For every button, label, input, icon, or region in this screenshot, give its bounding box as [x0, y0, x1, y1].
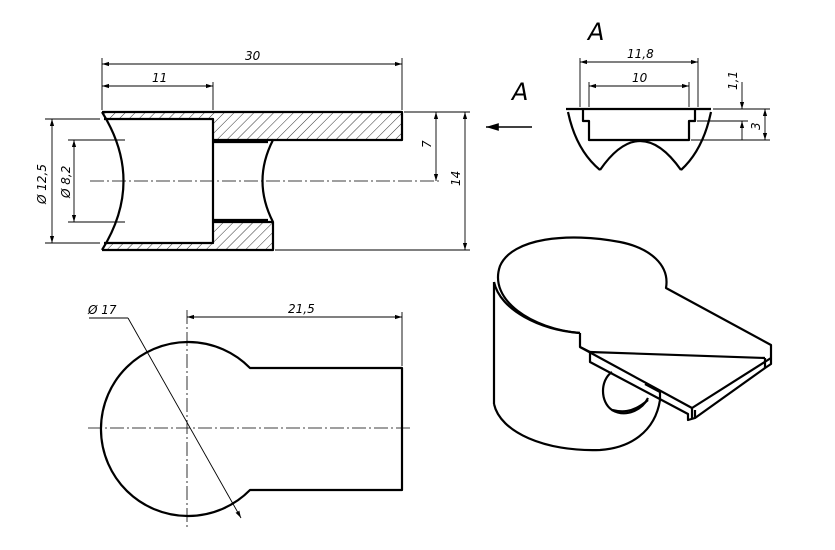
isometric-view — [492, 236, 773, 452]
dim-head-diameter: Ø 17 — [87, 303, 117, 317]
dim-outer-diameter: Ø 12,5 — [35, 164, 49, 205]
dim-inner-width: 10 — [632, 71, 648, 85]
view-a: A 11,8 10 1,1 3 — [566, 18, 770, 171]
view-arrow: A — [486, 78, 532, 131]
section-view: 30 11 7 14 Ø 12,5 Ø 8,2 — [35, 49, 470, 252]
dim-top-width: 11,8 — [627, 47, 654, 61]
dim-inner-diameter: Ø 8,2 — [59, 166, 73, 199]
dim-lip: 1,1 — [726, 71, 740, 90]
dim-height: 7 — [420, 140, 434, 148]
dim-bore-length: 11 — [152, 71, 167, 85]
view-a-title: A — [586, 18, 604, 46]
dim-arm-length: 21,5 — [288, 302, 315, 316]
dim-depth: 3 — [749, 122, 763, 130]
top-view: Ø 17 21,5 — [87, 302, 412, 528]
dim-total-height: 14 — [449, 171, 463, 186]
view-arrow-label: A — [510, 78, 528, 106]
dim-overall-length: 30 — [245, 49, 261, 63]
